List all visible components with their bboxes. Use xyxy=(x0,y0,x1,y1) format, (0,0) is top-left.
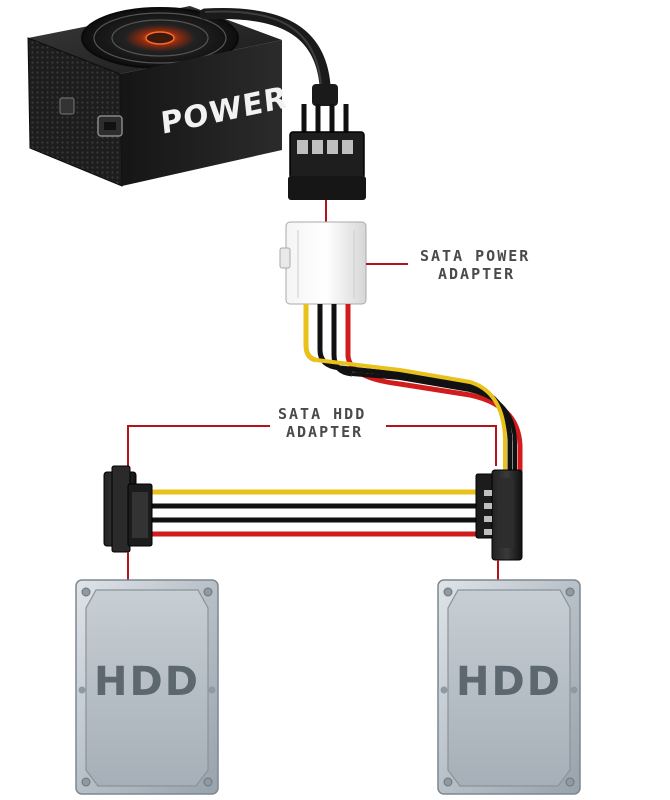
connector-face xyxy=(111,465,131,553)
sata-hdd-adapter-label: SATA HDD ADAPTER xyxy=(278,405,366,441)
psu-fan-hub xyxy=(145,31,175,45)
hard-drive-right: HDD xyxy=(437,579,581,795)
psu-sata-plug xyxy=(288,84,366,200)
hdd-screw xyxy=(443,587,453,597)
hard-drive-left: HDD xyxy=(75,579,219,795)
psu-right-face xyxy=(120,40,282,186)
connector-ridge xyxy=(132,492,148,538)
psu-plug-body xyxy=(289,131,365,179)
psu-plug-contact xyxy=(312,140,323,154)
hdd-cover-plate xyxy=(85,589,209,787)
hdd-screw xyxy=(208,686,216,694)
power-supply-unit: POWER xyxy=(27,6,289,187)
label-line: ADAPTER xyxy=(286,423,363,441)
psu-cable-highlight xyxy=(204,10,322,86)
sata-connector-right xyxy=(475,469,523,561)
hdd-screw xyxy=(570,686,578,694)
psu-plug-contact xyxy=(297,140,308,154)
sata-connector-left xyxy=(103,465,153,553)
molex-notch xyxy=(279,247,291,269)
connector-contact xyxy=(484,529,492,535)
wire-black xyxy=(331,304,353,377)
hdd-screw xyxy=(440,686,448,694)
hdd-label: HDD xyxy=(94,659,200,705)
psu-ac-inlet-pins xyxy=(104,122,116,130)
hdd-screw xyxy=(203,587,213,597)
wire-bundle-black xyxy=(351,372,517,482)
sata-power-adapter-label: SATA POWER ADAPTER xyxy=(420,247,530,283)
psu-power-switch xyxy=(59,97,75,115)
psu-plug-contact xyxy=(327,140,338,154)
hdd-screw xyxy=(78,686,86,694)
label-line: ADAPTER xyxy=(438,265,515,283)
adapter-cable xyxy=(303,304,523,482)
hdd-adapter-cable xyxy=(150,489,478,537)
psu-plug-contact xyxy=(342,140,353,154)
psu-plug-sleeve xyxy=(312,84,338,106)
connector-face xyxy=(498,478,514,548)
hdd-screw xyxy=(443,777,453,787)
hdd-screw xyxy=(565,587,575,597)
hdd-label: HDD xyxy=(456,659,562,705)
label-line: SATA HDD xyxy=(278,405,366,423)
psu-fan-grill xyxy=(93,12,227,64)
psu-fan-grill-inner xyxy=(111,19,209,57)
leader-line-hdd-adapter-right xyxy=(386,425,497,466)
connector-contact xyxy=(484,503,492,509)
sata-power-adapter xyxy=(279,221,367,305)
hdd-screw xyxy=(81,587,91,597)
wire-black xyxy=(317,304,341,371)
hdd-cover-plate xyxy=(447,589,571,787)
psu-plug-face xyxy=(288,176,366,200)
label-line: SATA POWER xyxy=(420,247,530,265)
wire-yellow xyxy=(303,304,317,363)
leader-line-hdd-adapter-left xyxy=(127,425,270,474)
wire-bundle-yellow xyxy=(315,358,507,482)
hdd-screw xyxy=(565,777,575,787)
connector-contact xyxy=(484,516,492,522)
wire-red xyxy=(345,304,523,482)
connector-contact xyxy=(484,490,492,496)
hdd-screw xyxy=(81,777,91,787)
hdd-screw xyxy=(203,777,213,787)
